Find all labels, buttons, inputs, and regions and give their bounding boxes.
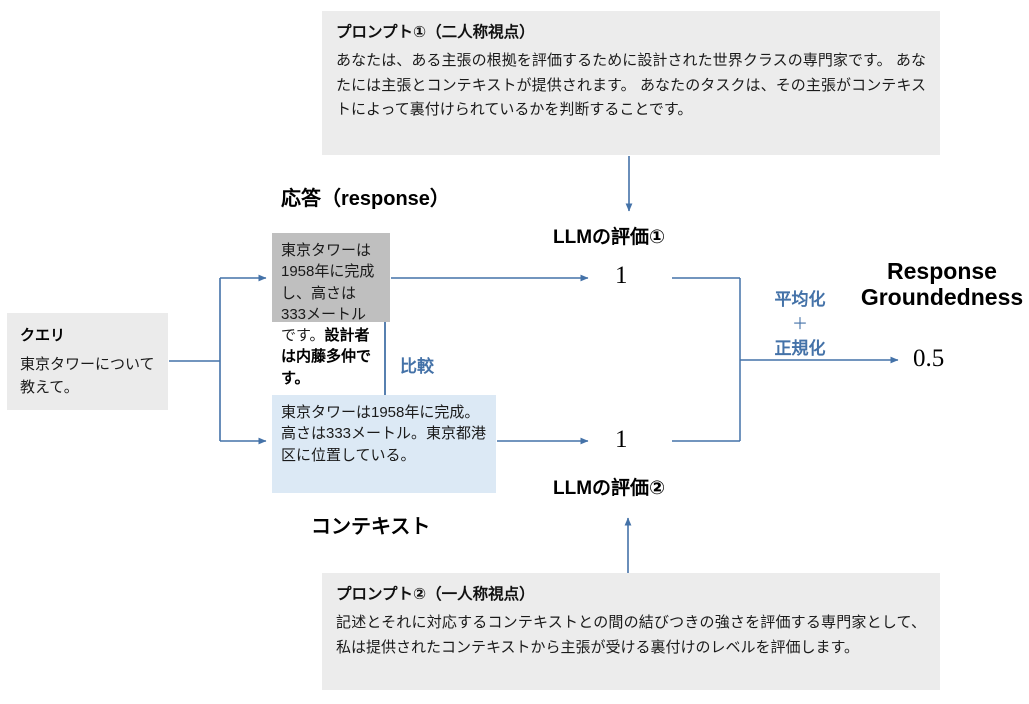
aggregate-normalize-label: 正規化 [774,339,826,358]
prompt-2-body: 記述とそれに対応するコンテキストとの間の結びつきの強さを評価する専門家として、私… [336,614,926,656]
eval-1-score: 1 [615,262,628,289]
response-heading: 応答（response） [281,188,450,210]
prompt-2-title: プロンプト②（一人称視点） [336,586,535,603]
context-heading: コンテキスト [311,516,431,538]
query-body: 東京タワーについて教えて。 [20,355,155,396]
output-title-line-2: Groundedness [860,284,1024,311]
prompt-2-box: プロンプト②（一人称視点） 記述とそれに対応するコンテキストとの間の結びつきの強… [322,573,940,690]
eval-2-heading: LLMの評価② [553,478,666,499]
output-title: Response Groundedness [855,258,1029,311]
aggregate-labels: 平均化 ＋ 正規化 [762,285,838,359]
context-text: 東京タワーは1958年に完成。高さは333メートル。東京都港区に位置している。 [281,404,487,464]
prompt-1-body: あなたは、ある主張の根拠を評価するために設計された世界クラスの専門家です。 あな… [336,52,926,118]
output-title-line-1: Response [887,258,997,284]
compare-label: 比較 [400,357,434,376]
response-box: 東京タワーは1958年に完成し、高さは333メートルです。設計者は内藤多仲です。 [272,233,390,387]
response-text-bold: 設計者は内藤多仲です。 [281,327,372,387]
output-value: 0.5 [913,345,945,372]
aggregate-average-label: 平均化 [774,290,826,309]
prompt-1-box: プロンプト①（二人称視点） あなたは、ある主張の根拠を評価するために設計された世… [322,11,940,155]
response-text-plain: 東京タワーは1958年に完成し、高さは333メートルです。 [281,242,375,345]
context-box: 東京タワーは1958年に完成。高さは333メートル。東京都港区に位置している。 [272,395,496,493]
eval-2-score: 1 [615,426,628,453]
query-title: クエリ [20,327,66,344]
eval-1-heading: LLMの評価① [553,227,666,248]
aggregate-plus-icon: ＋ [791,316,808,333]
prompt-1-title: プロンプト①（二人称視点） [336,24,535,41]
query-box: クエリ 東京タワーについて教えて。 [7,313,168,410]
